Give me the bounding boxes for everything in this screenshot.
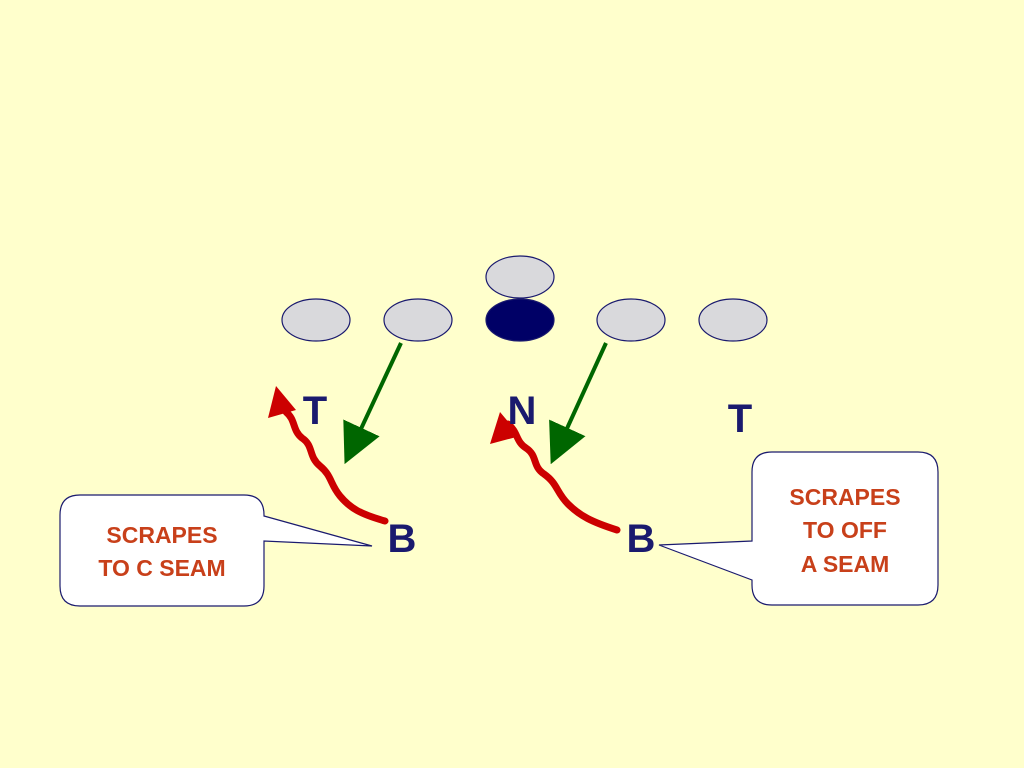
right-backer-scrape-arrow — [504, 420, 621, 534]
right-tackle-label: T — [728, 397, 752, 441]
left-backer-label: B — [388, 517, 417, 561]
offense-left-tackle-oval — [281, 298, 351, 342]
left-callout-line2: TO C SEAM — [98, 555, 225, 581]
right-callout-line3: A SEAM — [801, 551, 890, 577]
right-callout-line1: SCRAPES — [789, 484, 900, 510]
left-callout-bubble — [59, 494, 373, 607]
offense-center-oval — [485, 298, 555, 342]
left-backer-scrape-arrow — [282, 408, 389, 525]
left-tackle-label: T — [303, 389, 327, 433]
right-backer-label: B — [627, 517, 656, 561]
nose-label: N — [508, 389, 537, 433]
offense-right-guard-oval — [596, 298, 666, 342]
offense-qb-oval — [485, 255, 555, 299]
offense-left-guard-oval — [383, 298, 453, 342]
left-backer-scrape-arrowhead — [268, 386, 296, 418]
right-guard-block-arrow — [549, 342, 608, 465]
left-callout-line1: SCRAPES — [106, 522, 217, 548]
right-callout-line2: TO OFF — [803, 517, 887, 543]
offense-right-tackle-oval — [698, 298, 768, 342]
right-backer-scrape-arrowhead — [490, 412, 520, 444]
left-guard-block-arrow — [343, 342, 403, 465]
right-callout-bubble — [658, 451, 939, 606]
